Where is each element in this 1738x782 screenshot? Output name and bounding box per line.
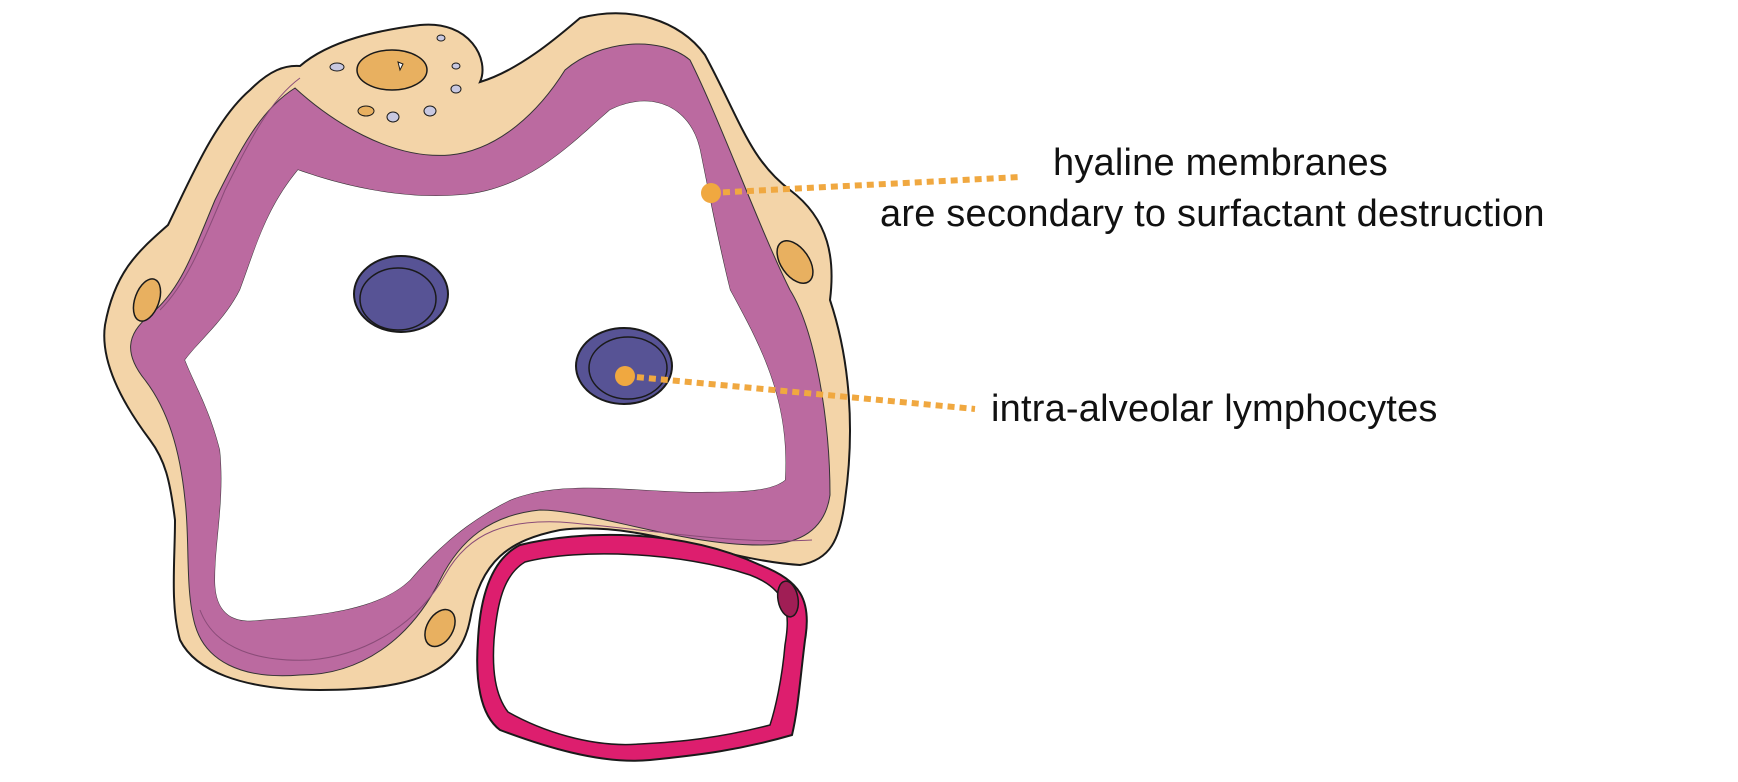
leader-dot-lymphocytes [615,366,635,386]
granule [386,111,400,123]
leader-line-lymphocytes [624,373,976,412]
label-intra-alveolar-lymphocytes: intra-alveolar lymphocytes [991,388,1438,430]
granule [451,62,461,70]
label-hyaline-membranes: hyaline membranes [1053,142,1389,184]
granule [357,105,375,117]
leader-dot-hyaline [701,183,721,203]
membrane-inner-line [199,521,813,661]
granule [450,84,462,94]
membrane-inner-line-2 [159,77,301,311]
granule [329,62,345,72]
interstitial-cell-right [776,240,814,284]
alveolar-lumen [185,101,786,621]
capillary [476,533,808,762]
lymphocyte-lower [575,327,673,405]
leader-line-hyaline [710,174,1021,196]
lymphocyte-upper [353,255,449,333]
interstitial-nucleus [356,49,428,91]
label-hyaline-explanation: are secondary to surfactant destruction [880,193,1545,235]
interstitial-cell-bottom [424,608,456,648]
endothelial-nucleus [776,580,800,618]
nucleolus [397,61,404,72]
interstitial-cell-left [132,278,162,322]
granule [436,34,446,42]
granule [423,105,437,117]
